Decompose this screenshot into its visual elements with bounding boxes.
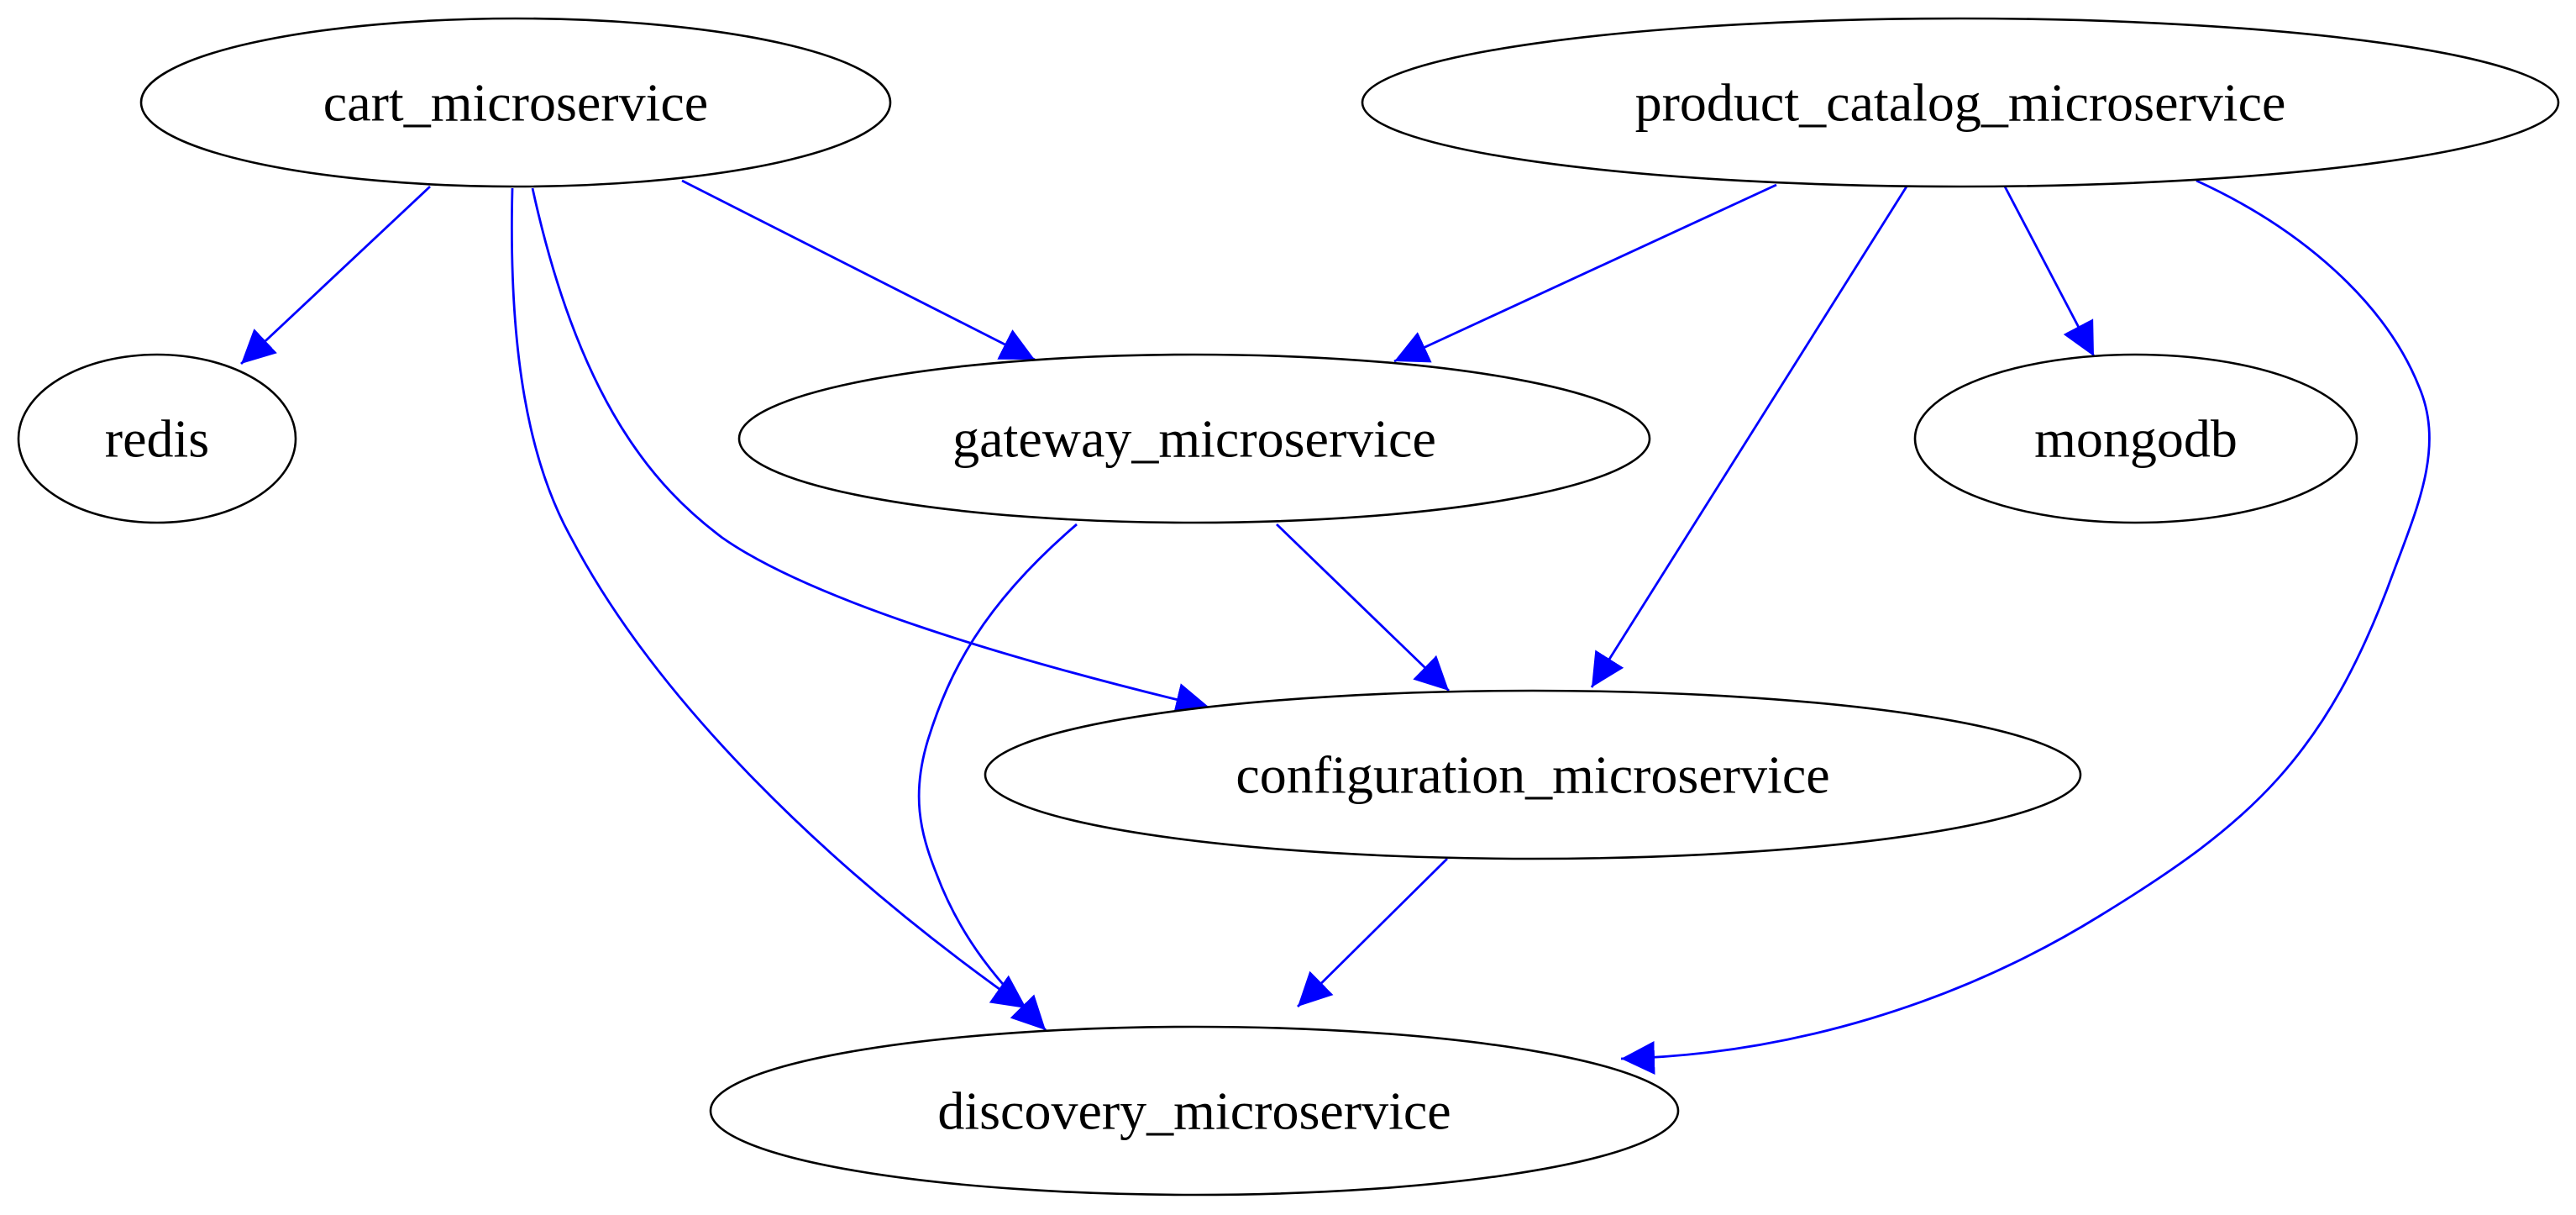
node-label: configuration_microservice <box>1236 745 1829 805</box>
node-mongodb[interactable]: mongodb <box>1913 353 2358 524</box>
node-configuration-microservice[interactable]: configuration_microservice <box>984 689 2082 860</box>
node-label: gateway_microservice <box>952 409 1436 469</box>
nodes: cart_microservice product_catalog_micros… <box>17 17 2560 1197</box>
edge-cart-to-discovery <box>510 187 1027 1010</box>
edge-cart-to-gateway <box>681 179 1036 361</box>
edge-gateway-to-discovery <box>917 523 1078 1031</box>
edges <box>240 179 2431 1075</box>
node-redis[interactable]: redis <box>17 353 297 524</box>
edge-product-catalog-to-configuration <box>1590 186 1908 688</box>
edge-cart-to-configuration <box>531 187 1210 717</box>
edge-product-catalog-to-mongodb <box>2003 186 2096 357</box>
edge-gateway-to-configuration <box>1276 523 1450 692</box>
node-cart-microservice[interactable]: cart_microservice <box>139 17 892 188</box>
edge-configuration-to-discovery <box>1297 858 1448 1007</box>
node-discovery-microservice[interactable]: discovery_microservice <box>709 1025 1680 1197</box>
node-label: product_catalog_microservice <box>1635 73 2286 133</box>
node-label: cart_microservice <box>323 73 708 133</box>
edge-product-catalog-to-gateway <box>1393 183 1777 363</box>
edge-cart-to-redis <box>240 185 431 366</box>
node-label: redis <box>105 409 209 469</box>
node-label: discovery_microservice <box>937 1081 1451 1141</box>
node-label: mongodb <box>2034 409 2238 469</box>
node-gateway-microservice[interactable]: gateway_microservice <box>737 353 1651 524</box>
edge-product-catalog-to-discovery <box>1620 179 2431 1075</box>
node-product-catalog-microservice[interactable]: product_catalog_microservice <box>1361 17 2560 188</box>
